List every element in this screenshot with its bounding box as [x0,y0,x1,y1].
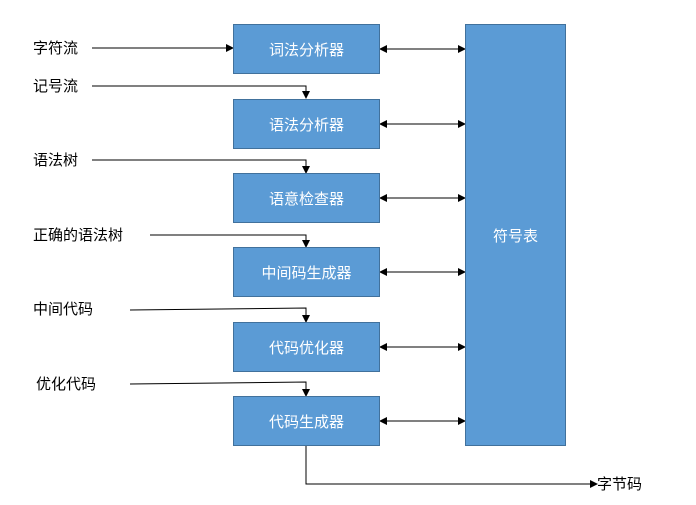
optimizer-box: 代码优化器 [233,322,380,372]
output-arrow [305,446,598,488]
optimized-arrow [129,381,310,397]
checked-tree-arrow [150,234,310,248]
parser-box: 语法分析器 [233,99,380,149]
ir-generator-box: 中间码生成器 [233,247,380,297]
code-generator-box: 代码生成器 [233,396,380,446]
checked-tree-label: 正确的语法树 [33,226,124,244]
optimized-label: 优化代码 [36,375,97,393]
tokens-label: 记号流 [33,77,79,95]
semantic-checker-box: 语意检查器 [233,173,380,223]
tokens-arrow [92,85,310,99]
input-label: 字符流 [33,39,79,57]
ir-label: 中间代码 [33,300,94,318]
output-label: 字节码 [597,475,643,493]
lexer-box: 词法分析器 [233,24,380,74]
symbol-table-box: 符号表 [465,24,566,446]
syntax-tree-label: 语法树 [33,151,79,169]
syntax-tree-arrow [92,159,310,174]
ir-arrow [129,307,310,323]
